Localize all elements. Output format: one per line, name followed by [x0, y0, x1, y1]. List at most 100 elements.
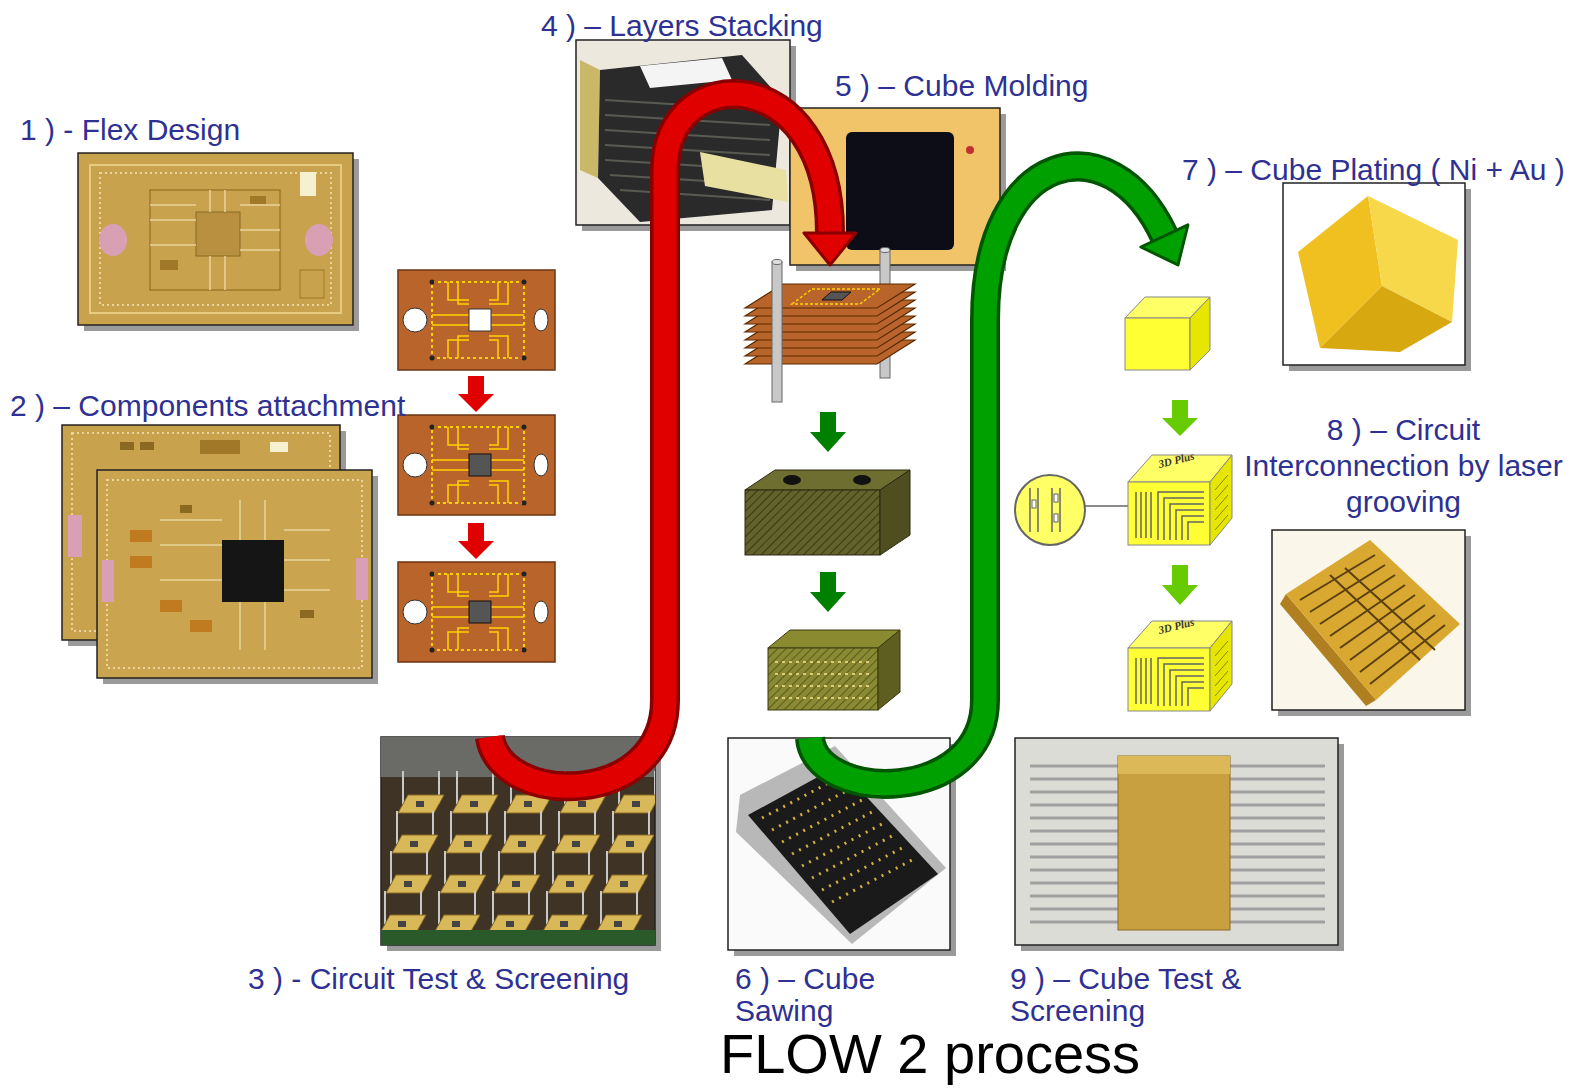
- plated-cube-sketch: [1190, 297, 1210, 370]
- grooved-cube-sketch: [1128, 621, 1232, 711]
- grooved-cube-sketch: [1128, 455, 1232, 545]
- plating-photo: [1283, 183, 1465, 365]
- cube-test-photo: [1118, 756, 1230, 774]
- flow-arrow-outline: [490, 94, 830, 786]
- components-photo: [107, 480, 362, 668]
- flex-design-photo: [100, 173, 331, 305]
- grooving-photo: [1286, 540, 1460, 700]
- components-photo: [130, 530, 152, 542]
- components-photo: [190, 620, 212, 632]
- step-caption: 8 ) – Circuit Interconnection by laser g…: [1235, 412, 1572, 520]
- components-photo: [140, 442, 154, 450]
- test-fixture-photo: [500, 811, 546, 853]
- stack-sketch: [772, 262, 782, 402]
- sawn-block-sketch: [878, 630, 900, 710]
- flex-design-photo: [160, 260, 178, 270]
- grooving-photo: [1272, 530, 1471, 716]
- stack-sketch: [745, 284, 915, 308]
- components-photo: [160, 600, 182, 612]
- flex-design-photo: [78, 153, 359, 331]
- components-photo: [200, 440, 240, 454]
- step-arrow: [810, 412, 846, 452]
- test-fixture-photo: [452, 771, 498, 813]
- cube-test-photo: [1015, 738, 1338, 945]
- step-caption: 2 ) – Components attachment: [10, 388, 433, 424]
- flex-design-photo: [150, 190, 280, 290]
- stacking-photo: [700, 152, 788, 202]
- flex-design-photo: [196, 212, 240, 256]
- flex-design-photo: [300, 172, 316, 196]
- plating-photo: [1283, 183, 1471, 371]
- flex-sketch: [398, 415, 555, 515]
- test-fixture-photo: [602, 851, 648, 893]
- grooved-cube-sketch: [1015, 475, 1085, 545]
- flex-sketch: [398, 270, 555, 370]
- grooved-cube-sketch: [1032, 500, 1036, 508]
- test-fixture-photo: [608, 811, 654, 853]
- brand-label: 3D Plus: [1157, 617, 1195, 636]
- components-photo: [356, 558, 368, 600]
- grooved-cube-sketch: [1030, 488, 1060, 532]
- test-fixture-photo: [440, 851, 486, 893]
- flex-design-photo: [150, 190, 280, 290]
- cube-test-photo: [1118, 756, 1230, 930]
- step-arrow: [810, 572, 846, 612]
- process-step: 9 ) – Cube Test & Screening: [1008, 737, 1343, 1028]
- components-photo: [68, 515, 82, 557]
- test-fixture-photo: [392, 811, 438, 853]
- plating-photo: [1320, 286, 1452, 352]
- molded-block-sketch: [783, 475, 801, 485]
- process-step: 5 ) – Cube Molding: [790, 65, 1110, 265]
- flex-design-photo: [305, 224, 333, 256]
- flow-arrow: [810, 166, 1188, 783]
- flex-design-photo: [99, 224, 127, 256]
- process-step: 2 ) – Components attachment: [8, 386, 433, 681]
- molding-photo: [966, 146, 974, 154]
- flex-design-photo: [300, 270, 324, 298]
- process-step: 3 ) - Circuit Test & Screening: [245, 737, 660, 999]
- step-caption: 3 ) - Circuit Test & Screening: [248, 963, 660, 995]
- flow-arrow-outline: [810, 166, 1164, 783]
- sawn-block-sketch: [768, 630, 900, 710]
- stack-sketch: [792, 289, 880, 304]
- flow-arrow-body: [810, 166, 1164, 783]
- test-fixture-photo: [381, 891, 426, 933]
- diagram-caption: FLOW 2 process: [720, 1026, 1140, 1082]
- test-fixture-photo: [488, 891, 534, 933]
- brand-label: 3D Plus: [1157, 451, 1195, 470]
- step-caption: 6 ) – Cube Sawing: [735, 963, 905, 1026]
- test-fixture-photo: [386, 851, 432, 893]
- flex-sketch: [469, 454, 491, 476]
- test-fixture-photo: [542, 891, 588, 933]
- flex-design-photo: [78, 153, 353, 325]
- grooved-cube-sketch: [1015, 455, 1232, 711]
- stack-sketch: [822, 292, 851, 300]
- stacking-photo: [580, 60, 600, 178]
- step-caption: 9 ) – Cube Test & Screening: [1010, 963, 1272, 1026]
- flex-sketch: [469, 601, 491, 623]
- step-arrow: [458, 376, 494, 412]
- molding-photo: [846, 132, 954, 250]
- molded-block-sketch: [745, 470, 910, 555]
- components-photo: [180, 505, 192, 513]
- components-photo: [270, 442, 288, 452]
- components-photo: [300, 610, 314, 618]
- components-photo: [97, 470, 372, 678]
- molded-block-sketch: [853, 475, 871, 485]
- grooved-cube-sketch: [1054, 494, 1058, 502]
- grooved-cube-sketch: [1054, 514, 1058, 522]
- test-fixture-photo: [596, 891, 642, 933]
- process-step: 1 ) - Flex Design: [15, 110, 360, 328]
- flex-sketch: [469, 309, 491, 331]
- flex-sketch: [398, 562, 555, 662]
- test-fixture-photo: [398, 771, 444, 813]
- process-step: 7 ) – Cube Plating ( Ni + Au ): [1178, 140, 1573, 368]
- test-fixture-photo: [381, 930, 655, 945]
- step-caption: 1 ) - Flex Design: [20, 112, 360, 148]
- process-step: 4 ) – Layers Stacking: [538, 6, 843, 228]
- arrow-head: [804, 233, 856, 265]
- molded-block-sketch: [745, 490, 880, 555]
- stacking-photo: [598, 55, 782, 222]
- process-step: 6 ) – Cube Sawing: [725, 738, 953, 1028]
- stack-sketch: [880, 248, 890, 253]
